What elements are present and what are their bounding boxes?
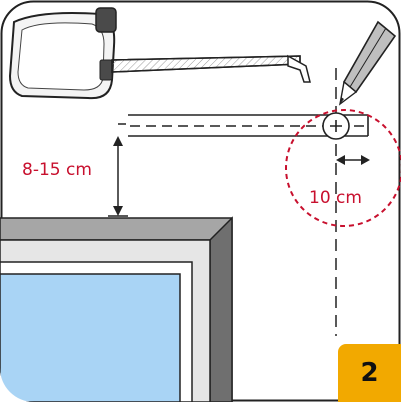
height-dimension-arrow <box>108 136 128 217</box>
mounting-hole-marker <box>322 112 350 140</box>
tape-measure-icon <box>8 7 311 100</box>
offset-label: 10 cm <box>309 188 362 208</box>
offset-dimension-arrow <box>336 155 370 165</box>
step-badge: 2 <box>338 344 401 402</box>
highlight-circle <box>285 109 401 227</box>
height-label: 8-15 cm <box>22 160 92 180</box>
pencil-icon <box>338 20 397 106</box>
window-illustration <box>0 216 233 402</box>
window-glass <box>0 273 181 402</box>
